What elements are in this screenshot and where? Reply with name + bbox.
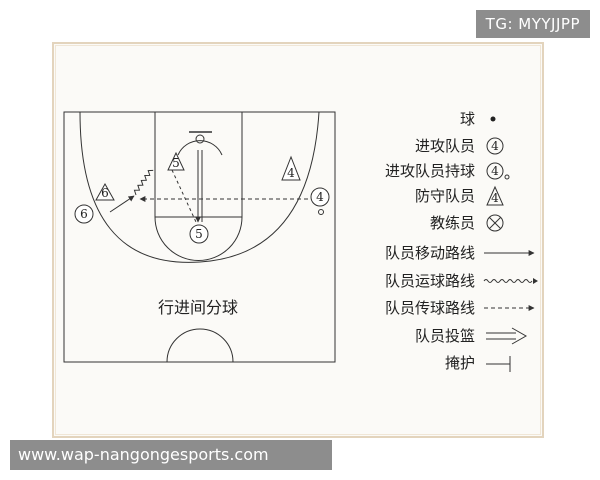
defender-4-triangle: 4 <box>281 155 301 181</box>
half-court <box>63 111 336 363</box>
bottom-watermark: www.wap-nangongesports.com <box>10 440 332 470</box>
defender-5-triangle: 5 <box>167 151 185 171</box>
legend-label-offense-with-ball: 进攻队员持球 <box>385 162 475 180</box>
pass-line-diagonal <box>171 169 197 223</box>
offense-5-circle: 5 <box>189 224 209 244</box>
offense-with-ball-ball-icon <box>504 174 510 180</box>
three-point-line <box>79 111 320 263</box>
defender-6-triangle: 6 <box>95 182 115 201</box>
play-paths <box>109 150 308 223</box>
defender-4-label: 4 <box>287 166 295 180</box>
top-watermark: TG: MYYJJPP <box>475 10 590 38</box>
legend-label-coach: 教练员 <box>430 214 475 232</box>
defender-6-label: 6 <box>101 186 109 200</box>
legend-label-move: 队员移动路线 <box>385 244 475 262</box>
defense-player-icon <box>486 185 504 206</box>
dribble-path <box>133 169 154 196</box>
legend-label-shoot: 队员投篮 <box>415 327 475 345</box>
legend: 球 进攻队员 4 进攻队员持球 4 防守队员 4 教练员 队员移动路线 队员运球… <box>385 110 538 372</box>
legend-label-dribble: 队员运球路线 <box>385 272 475 290</box>
player-6-cut-path <box>109 195 135 213</box>
dribble-arrow-icon <box>483 279 533 283</box>
offense-4-circle-with-ball: 4 <box>310 187 330 215</box>
players: 5 4 6 6 5 4 <box>74 151 330 244</box>
defense-player-icon-number: 4 <box>491 191 499 205</box>
offense-with-ball-icon <box>486 162 504 180</box>
shoot-arrow-icon <box>486 327 528 345</box>
legend-label-screen: 掩护 <box>445 354 475 372</box>
offense-with-ball-icon-number: 4 <box>491 164 499 178</box>
offense-4-label: 4 <box>316 190 324 204</box>
legend-label-pass: 队员传球路线 <box>385 299 475 317</box>
offense-player-icon-number: 4 <box>491 139 499 153</box>
legend-label-offense: 进攻队员 <box>415 137 475 155</box>
dribble-arrow-head <box>533 278 538 284</box>
ball-dot-icon <box>490 116 496 122</box>
hoop <box>195 134 205 144</box>
ball-icon <box>318 209 324 215</box>
legend-label-defense: 防守队员 <box>415 187 475 205</box>
offense-player-icon <box>486 137 504 155</box>
defender-5-label: 5 <box>172 156 180 170</box>
court-title: 行进间分球 <box>158 298 238 317</box>
restricted-arc <box>177 140 223 156</box>
diagram-frame <box>52 42 544 438</box>
offense-6-label: 6 <box>80 207 88 221</box>
center-circle <box>166 328 234 363</box>
offense-5-label: 5 <box>195 227 203 241</box>
diagram-frame-inner <box>55 45 541 435</box>
offense-6-circle: 6 <box>74 204 94 224</box>
free-throw-circle-lower <box>154 216 243 261</box>
coach-icon <box>486 214 504 232</box>
screen-icon <box>486 356 511 372</box>
legend-label-ball: 球 <box>460 110 475 128</box>
